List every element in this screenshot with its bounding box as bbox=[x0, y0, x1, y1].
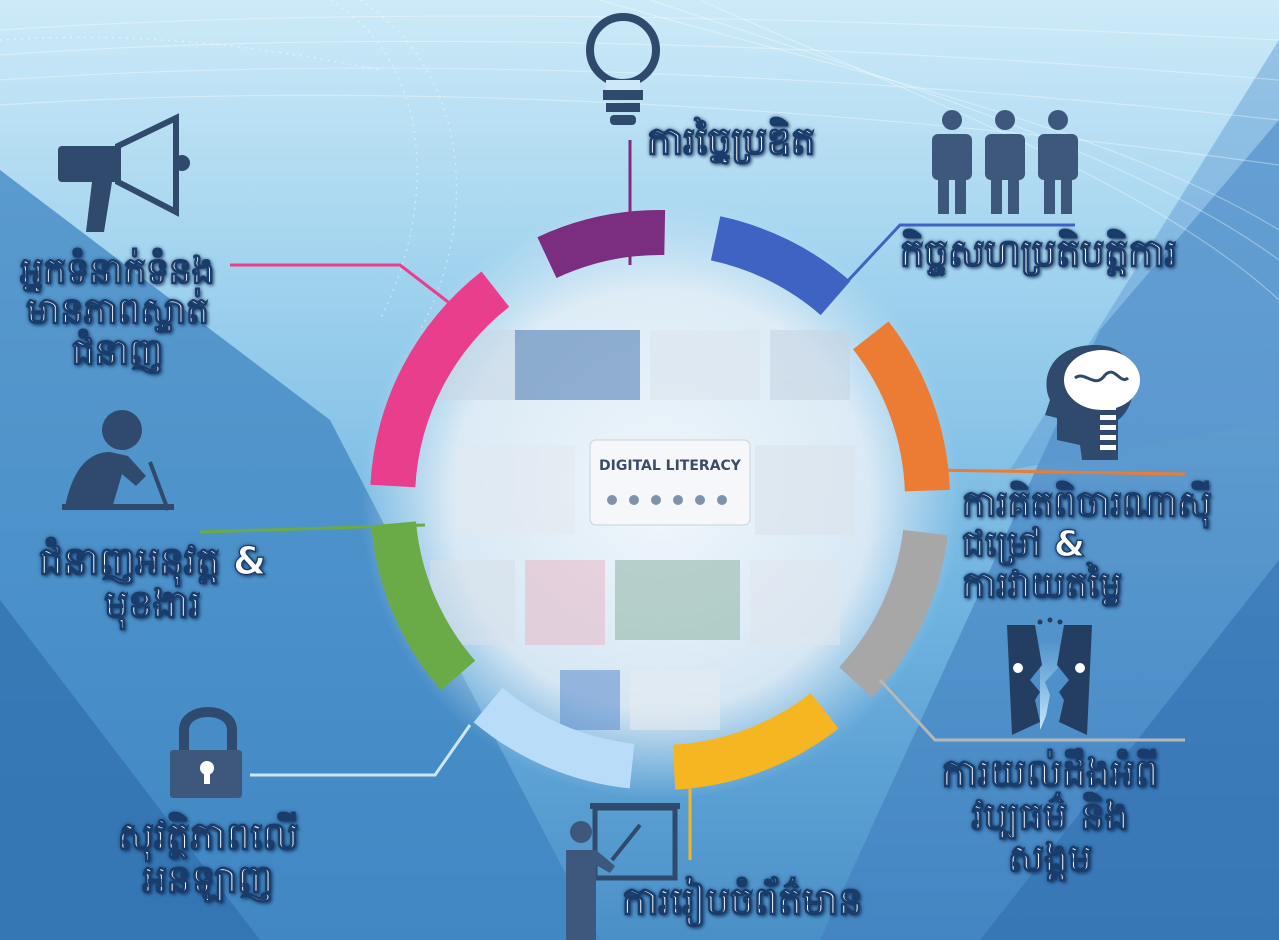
label-online-safety-line1: សុវត្ថិភាពលើ bbox=[117, 814, 299, 858]
label-functional-line1: ជំនាញអនុវត្ត & bbox=[38, 539, 267, 583]
ring-segment-critical-thinking bbox=[853, 321, 950, 492]
ring-segment-functional bbox=[371, 521, 476, 691]
label-online-safety: សុវត្ថិភាពលើ អនឡាញ bbox=[108, 814, 308, 901]
presenter-icon bbox=[566, 803, 680, 940]
label-cultural-line2: វប្បធម៌ និងសង្គម bbox=[971, 793, 1129, 881]
lock-icon bbox=[170, 707, 242, 798]
ring-segment-information bbox=[672, 693, 839, 790]
connector-cultural bbox=[878, 678, 1185, 742]
faces-icon bbox=[1007, 617, 1092, 735]
label-cultural-line1: ការយល់ដឹងអំពី bbox=[941, 751, 1159, 795]
connector-collaboration bbox=[828, 223, 1075, 302]
label-communication-line2: មានភាពស្ទាត់ជំនាញ bbox=[25, 291, 209, 373]
connector-online-safety bbox=[250, 724, 472, 777]
writer-icon bbox=[62, 410, 174, 511]
label-cultural-awareness: ការយល់ដឹងអំពី វប្បធម៌ និងសង្គម bbox=[930, 751, 1170, 881]
center-collage: DIGITAL LITERACY bbox=[360, 200, 960, 800]
ring-segment-cultural bbox=[839, 529, 948, 698]
label-creativity: ការច្នៃប្រឌិត bbox=[646, 119, 816, 163]
lightbulb-icon bbox=[586, 13, 660, 125]
connector-functional bbox=[199, 523, 426, 534]
label-information-management: ការរៀបចំព័ត៌មាន bbox=[621, 879, 863, 923]
ring-segment-creativity bbox=[537, 209, 666, 278]
skills-ring bbox=[370, 209, 950, 790]
label-critical-thinking-line2: ការវាយតម្លៃ bbox=[961, 564, 1122, 606]
connector-lines bbox=[199, 140, 1186, 860]
label-online-safety-line2: អនឡាញ bbox=[142, 856, 274, 901]
megaphone-icon bbox=[58, 113, 190, 232]
brain-head-icon bbox=[1045, 345, 1140, 460]
label-communication: អ្នកទំនាក់ទំនង មានភាពស្ទាត់ជំនាញ bbox=[0, 251, 235, 373]
label-communication-line1: អ្នកទំនាក់ទំនង bbox=[20, 251, 215, 293]
ring-segment-collaboration bbox=[710, 216, 851, 316]
connector-communication bbox=[230, 263, 466, 317]
label-critical-thinking-line1: ការគិតពិចារណាស៊ីជម្រៅ & bbox=[961, 484, 1212, 566]
ring-segment-communication bbox=[370, 271, 510, 488]
label-functional-skills: ជំនាញអនុវត្ត & មុខងារ bbox=[30, 539, 275, 626]
label-critical-thinking: ការគិតពិចារណាស៊ីជម្រៅ & ការវាយតម្លៃ bbox=[961, 484, 1279, 606]
center-panel-title: DIGITAL LITERACY bbox=[599, 458, 742, 474]
label-functional-line2: មុខងារ bbox=[104, 581, 202, 626]
ring-segment-online-safety bbox=[473, 687, 635, 789]
people-icon bbox=[932, 110, 1078, 214]
connector-critical-thinking bbox=[929, 468, 1186, 476]
label-collaboration: កិច្ចសហប្រតិបត្តិការ bbox=[899, 231, 1177, 275]
